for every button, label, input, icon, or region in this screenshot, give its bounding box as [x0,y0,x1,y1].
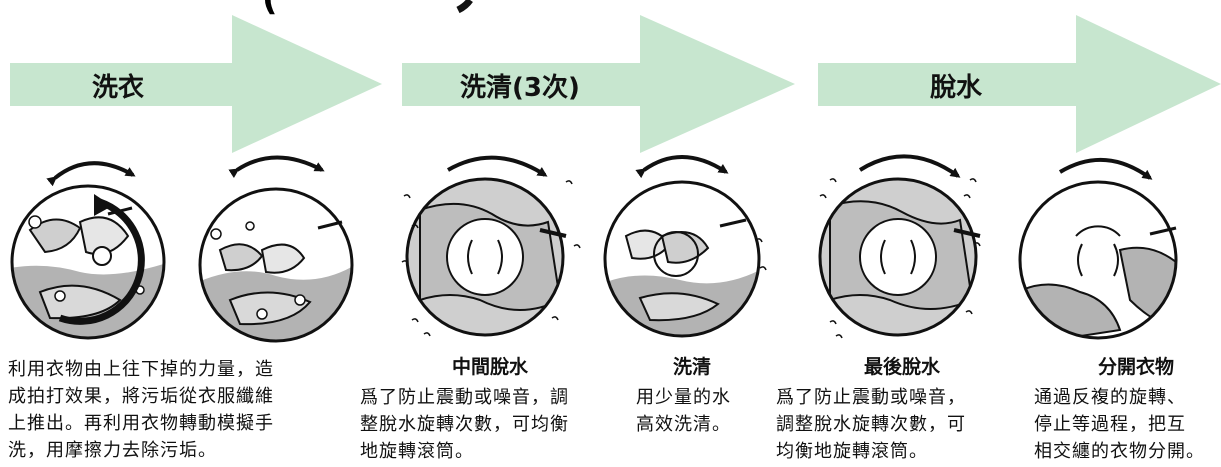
one-way-rotation-arrow-icon [1058,157,1153,180]
drum-final-spin [818,154,981,339]
step-arrow-rinse [402,15,795,153]
step-label-spin: 脫水 [930,73,983,103]
desc-line: 爲了防止震動或噪音，調 [360,387,569,408]
drum-rinse [603,155,767,338]
header-partial-glyph [456,0,473,14]
rotation-path-arrow [58,198,145,325]
two-way-rotation-arrow-icon [228,155,325,179]
desc-line: 上推出。再利用衣物轉動模擬手 [8,413,274,434]
desc-line: 地旋轉滾筒。 [360,441,474,462]
mid-spin-title: 中間脫水 [451,356,528,378]
desc-line: 停止等過程，把互 [1034,414,1186,435]
drum-wash-rotate [198,155,354,343]
desc-line: 調整脫水旋轉次數，可 [776,414,966,435]
water-splash-icon [401,180,581,337]
one-way-rotation-arrow-icon [858,154,961,178]
final-spin-description: 爲了防止震動或噪音， 調整脫水旋轉次數，可 均衡地旋轉滾筒。 [776,384,1016,465]
desc-line: 相交纏的衣物分開。 [1034,441,1205,462]
step-label-rinse: 洗清(3次) [460,73,580,103]
desc-line: 用少量的水 [636,387,731,408]
final-spin-title: 最後脫水 [863,356,940,378]
desc-line: 爲了防止震動或噪音， [776,387,966,408]
one-way-rotation-arrow-icon [447,155,548,177]
drum-mid-spin [401,155,581,337]
header-partial-text: ( [262,0,278,19]
two-way-rotation-arrow-icon [46,161,136,187]
separate-title: 分開衣物 [1097,356,1174,378]
step-arrow-spin [818,15,1221,153]
step-label-wash: 洗衣 [92,73,145,103]
desc-line: 均衡地旋轉滾筒。 [776,441,928,462]
water-splash-icon [819,178,981,339]
desc-line: 洗，用摩擦力去除污垢。 [8,440,217,461]
desc-line: 成拍打效果，將污垢從衣服纖維 [8,386,274,407]
rinse-title: 洗清 [672,356,711,378]
desc-line: 高效洗清。 [636,414,731,435]
wash-description: 利用衣物由上往下掉的力量，造 成拍打效果，將污垢從衣服纖維 上推出。再利用衣物轉… [8,356,348,464]
two-way-rotation-arrow-icon [635,155,729,179]
desc-line: 整脫水旋轉次數，可均衡 [360,414,569,435]
desc-line: 利用衣物由上往下掉的力量，造 [8,359,274,380]
desc-line: 通過反複的旋轉、 [1034,387,1186,408]
rinse-description: 用少量的水 高效洗清。 [636,384,766,438]
drum-separate [1018,157,1178,340]
mid-spin-description: 爲了防止震動或噪音，調 整脫水旋轉次數，可均衡 地旋轉滾筒。 [360,384,620,465]
drum-wash-tumble [10,161,166,340]
step-arrow-wash [10,15,382,153]
separate-description: 通過反複的旋轉、 停止等過程，把互 相交纏的衣物分開。 [1034,384,1221,465]
